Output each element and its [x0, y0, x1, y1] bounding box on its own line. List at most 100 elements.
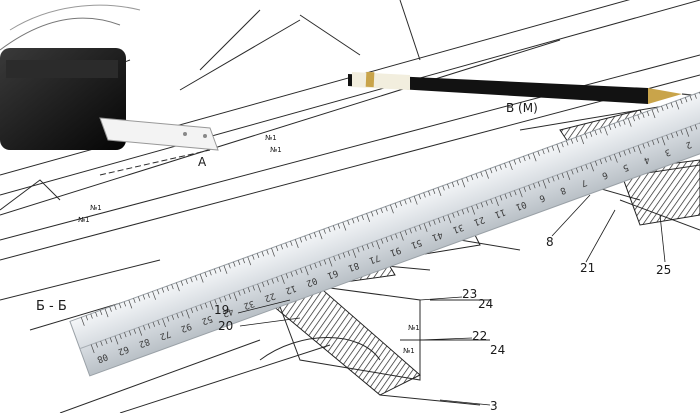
ruler-tick: [642, 112, 645, 118]
ruler-number: 11: [493, 206, 507, 219]
ruler-tick: [661, 136, 666, 146]
ruler-tick: [652, 140, 655, 146]
ruler-number: 3: [663, 146, 672, 157]
ruler-tick: [109, 306, 112, 312]
ruler-tick: [147, 292, 150, 298]
ruler-number: 91: [388, 244, 402, 257]
ruler-tick: [504, 163, 507, 169]
ruler-number: 92: [179, 320, 193, 333]
scale-ruler: 0862827292524232221202618171915141312111…: [69, 88, 700, 377]
ruler-tick: [475, 173, 479, 179]
ruler-tick: [185, 279, 188, 285]
ruler-tick: [409, 197, 412, 203]
ruler-tick: [580, 166, 584, 172]
ruler-tick: [219, 297, 222, 303]
ruler-tick: [261, 251, 264, 257]
ruler-number: 22: [263, 290, 277, 303]
ruler-tick: [518, 188, 523, 198]
ruler-number: 71: [368, 252, 382, 265]
ruler-tick: [684, 97, 688, 103]
callout-label: 20: [218, 319, 233, 333]
ruler-number: 08: [95, 351, 109, 364]
ruler-tick: [599, 128, 602, 134]
ruler-tick: [566, 140, 569, 146]
ruler-tick: [609, 155, 612, 161]
ruler-tick: [371, 242, 374, 248]
ruler-tick: [423, 192, 426, 198]
ruler-number: 5: [621, 161, 630, 172]
ruler-tick: [442, 185, 445, 191]
ruler-tick: [271, 278, 274, 284]
section-label: Б - Б: [36, 299, 67, 314]
ruler-tick: [256, 253, 260, 259]
ruler-tick: [656, 107, 659, 113]
ruler-tick: [171, 284, 174, 290]
ruler-tick: [476, 204, 479, 210]
ruler-tick: [575, 167, 579, 173]
ruler-tick: [385, 206, 388, 212]
ruler-tick: [233, 292, 238, 302]
ruler-tick: [523, 186, 526, 192]
ruler-tick: [404, 230, 408, 236]
ruler-tick: [104, 308, 109, 318]
ruler-tick: [200, 304, 203, 310]
ruler-tick: [223, 295, 227, 301]
ruler-tick: [347, 220, 350, 226]
ruler-tick: [451, 182, 455, 188]
ruler-tick: [323, 228, 326, 234]
ruler-tick: [137, 296, 141, 302]
ruler-tick: [162, 318, 166, 328]
ruler-tick: [371, 211, 374, 217]
ruler-ticks: [80, 92, 700, 354]
ruler-tick: [223, 265, 228, 274]
ruler-number: 42: [221, 305, 235, 318]
ruler-number: 02: [305, 275, 319, 288]
ruler-tick: [614, 153, 618, 163]
ruler-tick: [266, 249, 269, 255]
ruler-tick: [313, 232, 317, 238]
reference-tag: №1: [408, 324, 420, 332]
callout-label: 24: [478, 297, 493, 311]
ruler-tick: [85, 315, 89, 321]
ruler-tick: [209, 270, 212, 276]
ruler-tick: [480, 171, 483, 177]
ruler-number: 41: [430, 229, 444, 242]
ruler-tick: [323, 259, 327, 265]
ruler-tick: [537, 150, 540, 156]
ruler-tick: [675, 131, 679, 137]
ruler-tick: [147, 323, 151, 329]
ruler-tick: [351, 218, 355, 224]
ruler-tick: [80, 317, 85, 326]
ruler-tick: [290, 240, 293, 246]
ruler-tick: [594, 160, 598, 166]
ruler-tick: [665, 104, 669, 110]
ruler-tick: [228, 294, 232, 300]
ruler-tick: [566, 171, 571, 180]
ruler-tick: [247, 256, 252, 266]
ruler-tick: [309, 264, 312, 270]
ruler-tick: [671, 133, 674, 139]
ruler-tick: [337, 223, 341, 229]
ruler-tick: [228, 263, 231, 269]
ruler-tick: [561, 173, 565, 178]
ruler-tick: [90, 313, 93, 319]
ruler-tick: [432, 189, 436, 194]
ruler-tick: [561, 142, 564, 148]
ruler-tick: [299, 237, 303, 243]
ruler-tick: [680, 99, 683, 104]
ruler-tick: [418, 224, 422, 230]
callout-label: 21: [580, 261, 595, 275]
ruler-tick: [670, 102, 674, 108]
ruler-tick: [399, 201, 402, 207]
ruler-tick: [218, 266, 222, 272]
ruler-tick: [109, 337, 113, 343]
ruler-tick: [575, 137, 578, 143]
ruler-tick: [628, 148, 631, 154]
ruler-tick: [366, 213, 371, 222]
ruler-tick: [556, 174, 560, 180]
ruler-tick: [152, 291, 156, 300]
ruler-tick: [437, 187, 442, 197]
ruler-tick: [99, 310, 103, 316]
ruler-tick: [551, 145, 555, 151]
